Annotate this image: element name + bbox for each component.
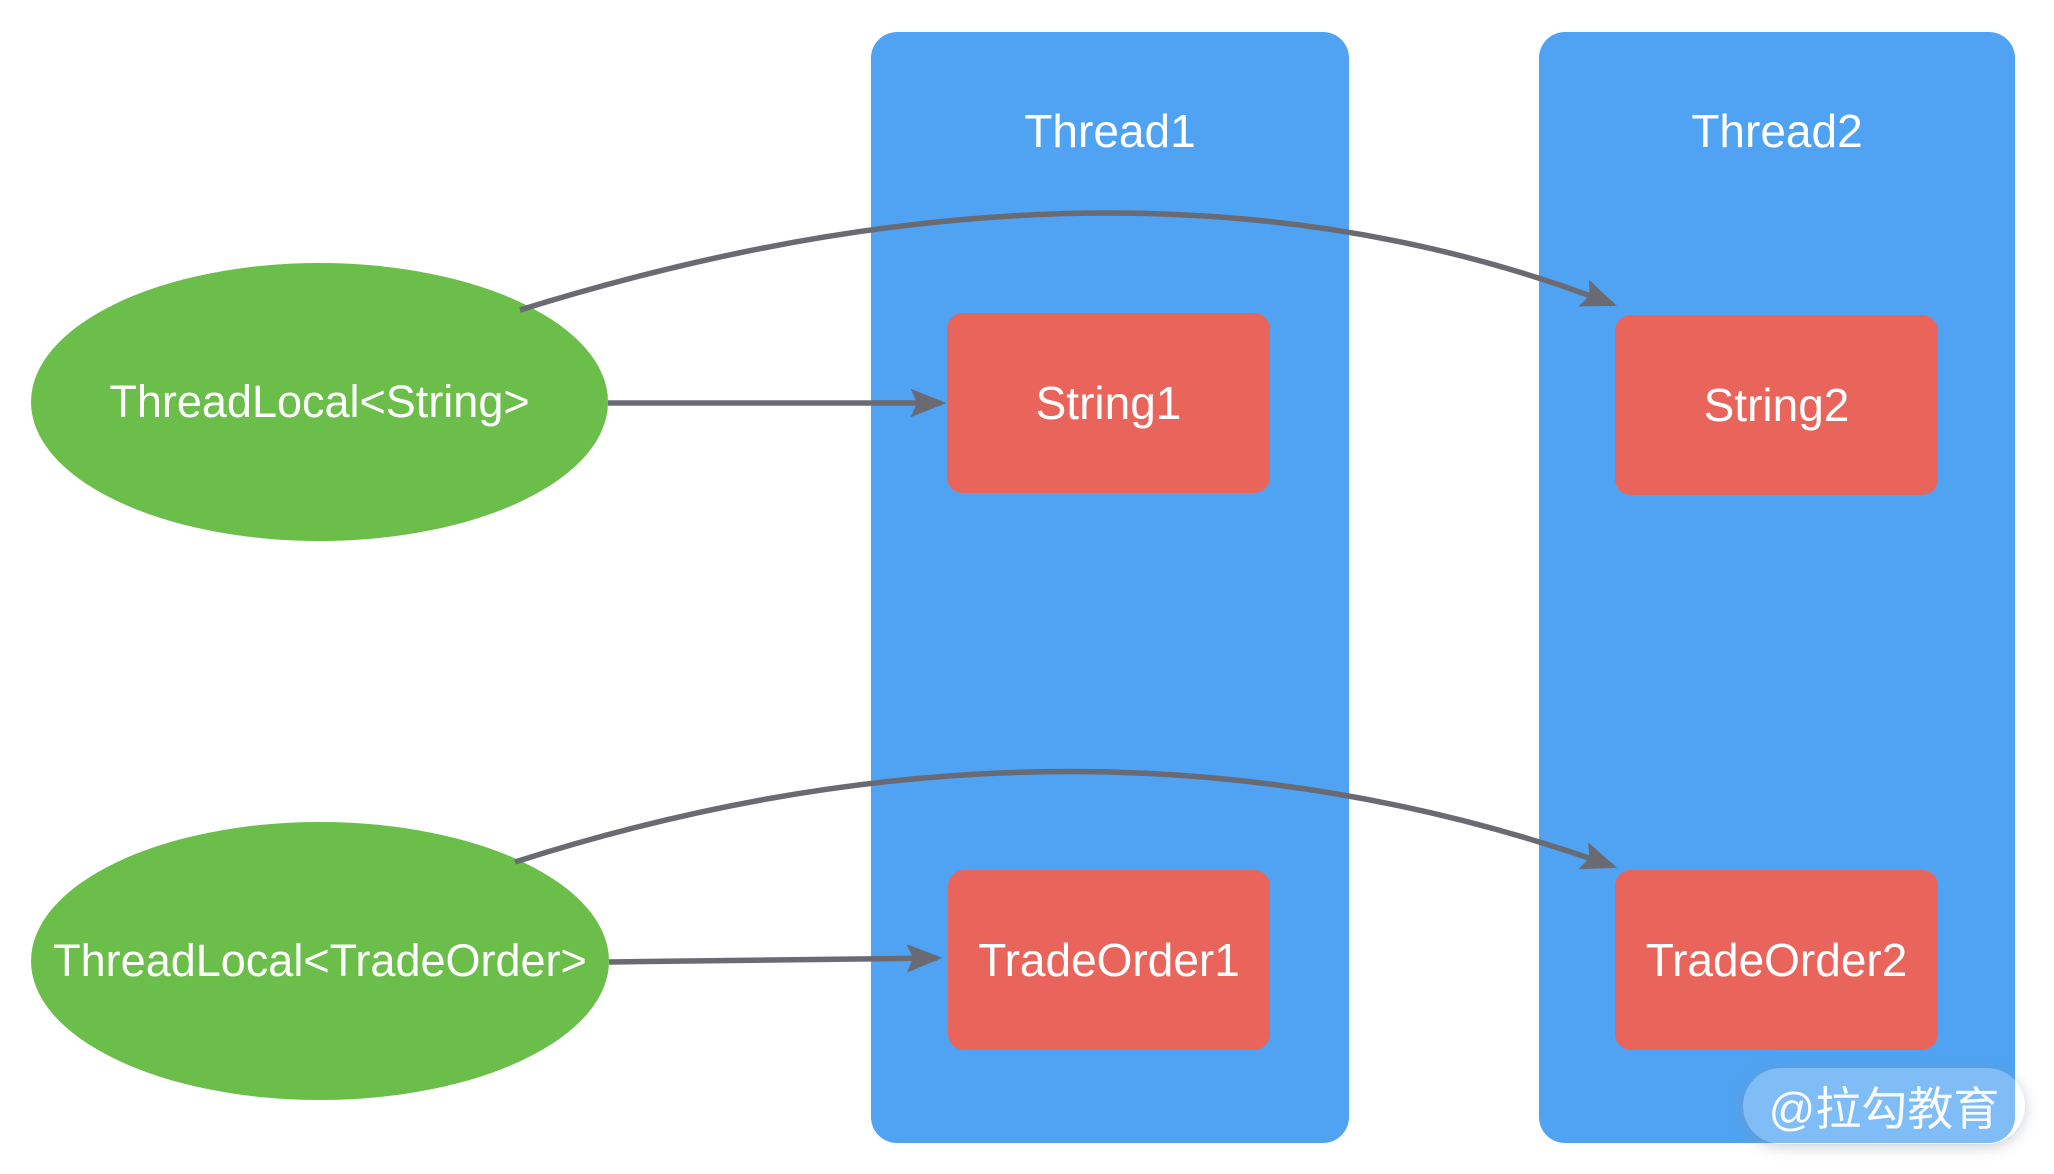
box-tradeorder1: TradeOrder1 bbox=[948, 870, 1270, 1050]
node-threadlocal-tradeorder: ThreadLocal<TradeOrder> bbox=[31, 822, 609, 1100]
box-tradeorder1-label: TradeOrder1 bbox=[978, 934, 1240, 986]
column-thread1: Thread1 String1 TradeOrder1 bbox=[871, 32, 1349, 1143]
node-threadlocal-string-label: ThreadLocal<String> bbox=[109, 376, 530, 427]
box-string2: String2 bbox=[1615, 315, 1938, 495]
box-tradeorder2-label: TradeOrder2 bbox=[1645, 934, 1908, 986]
box-string2-label: String2 bbox=[1703, 379, 1850, 431]
node-threadlocal-tradeorder-label: ThreadLocal<TradeOrder> bbox=[53, 935, 587, 986]
node-threadlocal-string: ThreadLocal<String> bbox=[31, 263, 608, 541]
column-thread1-title: Thread1 bbox=[1024, 105, 1196, 157]
column-thread2: Thread2 String2 TradeOrder2 bbox=[1539, 32, 2015, 1143]
box-tradeorder2: TradeOrder2 bbox=[1615, 870, 1938, 1050]
box-string1: String1 bbox=[947, 313, 1270, 493]
box-string1-label: String1 bbox=[1035, 377, 1182, 429]
watermark-text: @拉勾教育 bbox=[1768, 1083, 2000, 1135]
watermark-badge: @拉勾教育 bbox=[1743, 1068, 2025, 1144]
column-thread2-title: Thread2 bbox=[1691, 105, 1863, 157]
